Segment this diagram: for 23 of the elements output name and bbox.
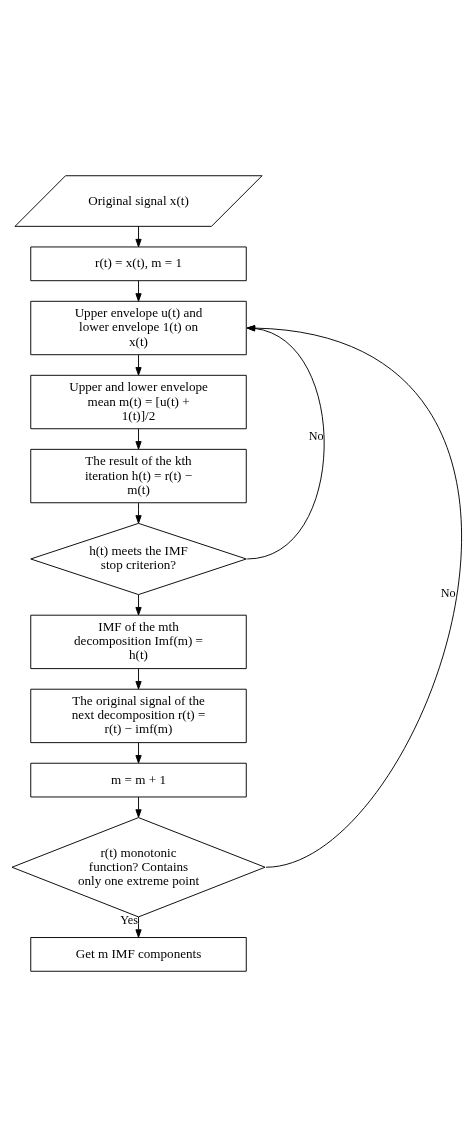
node-diamond: h(t) meets the IMF stop criterion? bbox=[30, 522, 247, 596]
arrow bbox=[135, 668, 142, 690]
node-box: Get m IMF components bbox=[30, 937, 247, 972]
arrow bbox=[135, 796, 142, 818]
node-box: The result of the kth iteration h(t) = r(t) − m(t) bbox=[30, 448, 247, 504]
arrow bbox=[135, 594, 142, 616]
arrow bbox=[246, 325, 463, 868]
arrow bbox=[246, 325, 325, 560]
arrow bbox=[135, 916, 142, 938]
node-box: The original signal of the next decomposition r(t) = r(t) − imf(m) bbox=[30, 688, 247, 744]
edge-label: No bbox=[440, 586, 456, 601]
arrow bbox=[135, 225, 142, 248]
arrow bbox=[135, 428, 142, 450]
arrow bbox=[135, 742, 142, 764]
node-box: Upper and lower envelope mean m(t) = [u(t) + 1(t)]/2 bbox=[30, 374, 247, 430]
arrow bbox=[135, 354, 142, 376]
arrow bbox=[135, 280, 142, 302]
node-box: r(t) = x(t), m = 1 bbox=[30, 246, 247, 282]
arrow bbox=[135, 502, 142, 524]
node-box: m = m + 1 bbox=[30, 762, 247, 798]
edge-label: No bbox=[308, 428, 324, 443]
node-box: Upper envelope u(t) and lower envelope 1(t) on x(t) bbox=[30, 300, 247, 356]
node-box: IMF of the mth decomposition Imf(m) = h(t) bbox=[30, 614, 247, 670]
